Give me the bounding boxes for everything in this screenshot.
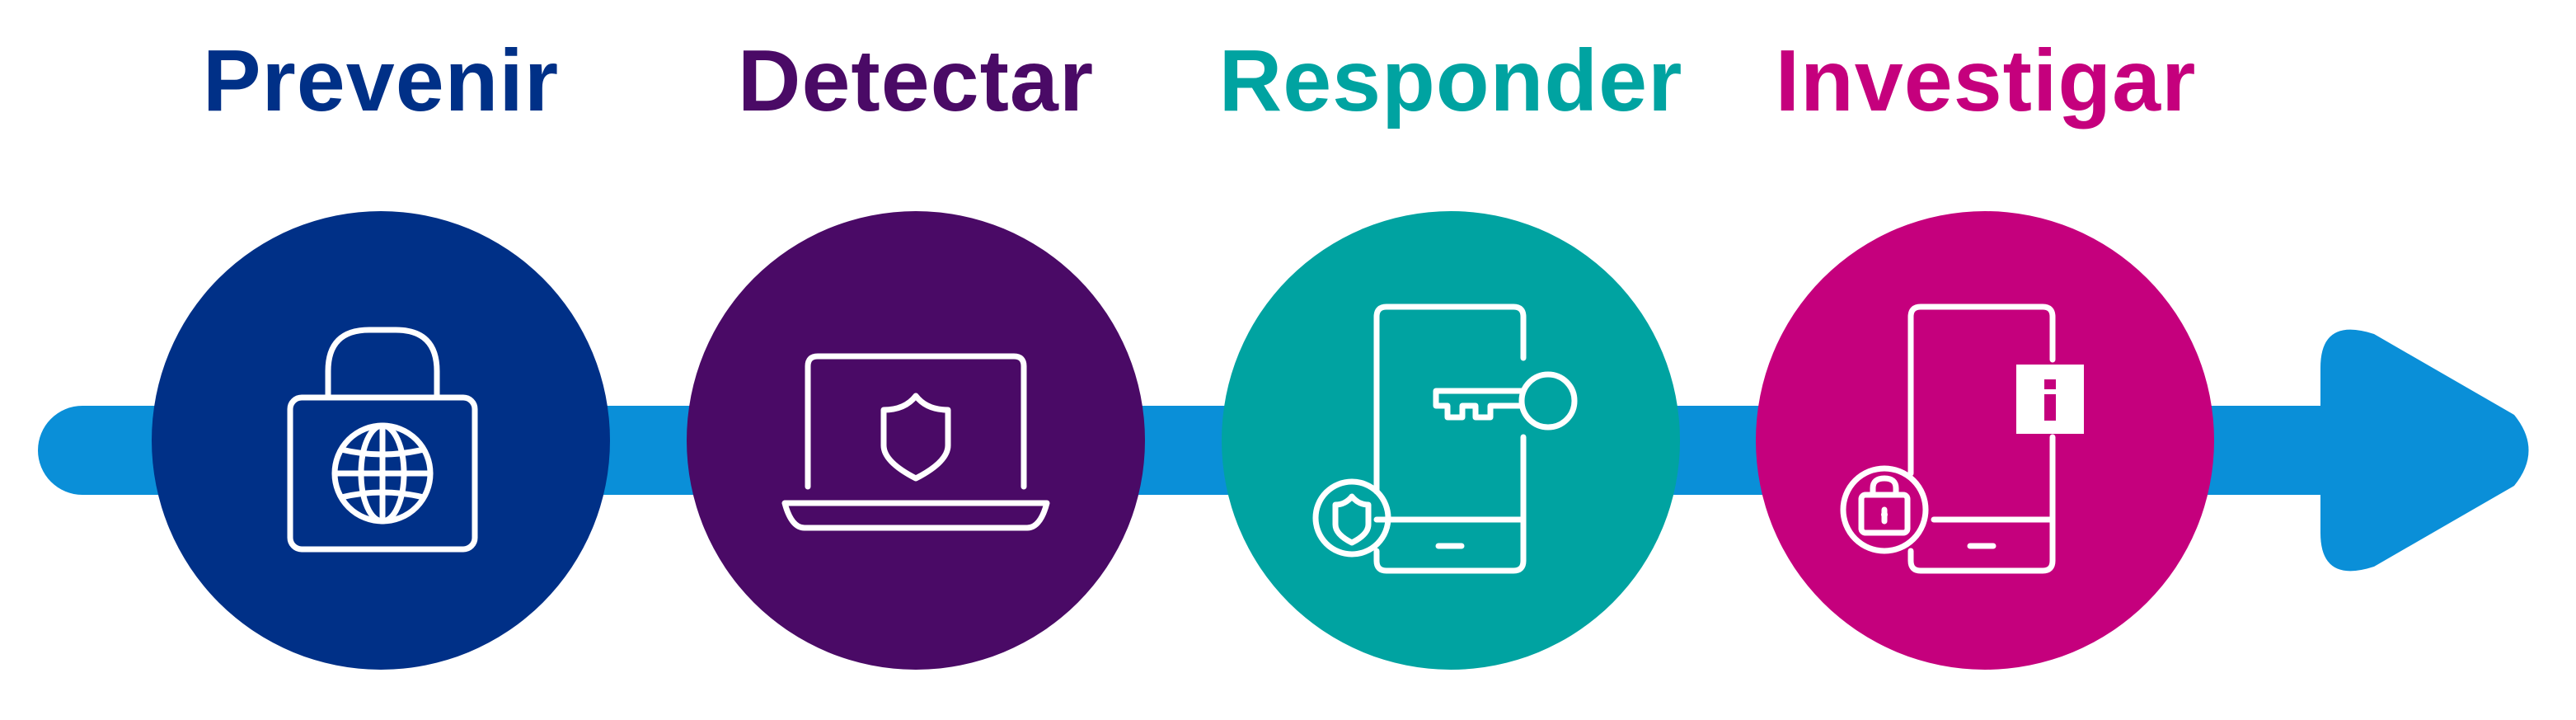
- step-label-investigar: Investigar: [1775, 32, 2197, 129]
- step-circle-responder: [1222, 211, 1680, 670]
- step-label-detectar: Detectar: [737, 32, 1095, 129]
- step-circle-detectar: [687, 211, 1145, 670]
- step-circle-investigar: [1756, 211, 2214, 670]
- step-investigar: [1756, 211, 2214, 670]
- info-icon: [2016, 365, 2084, 434]
- phone-key-shield-icon: [1312, 304, 1578, 574]
- padlock-globe-icon: [287, 327, 478, 553]
- step-detectar: [687, 211, 1145, 670]
- step-label-prevenir: Prevenir: [202, 32, 560, 129]
- step-responder: [1222, 211, 1680, 670]
- step-label-responder: Responder: [1218, 32, 1683, 129]
- laptop-shield-icon: [781, 353, 1050, 531]
- step-prevenir: [152, 211, 610, 670]
